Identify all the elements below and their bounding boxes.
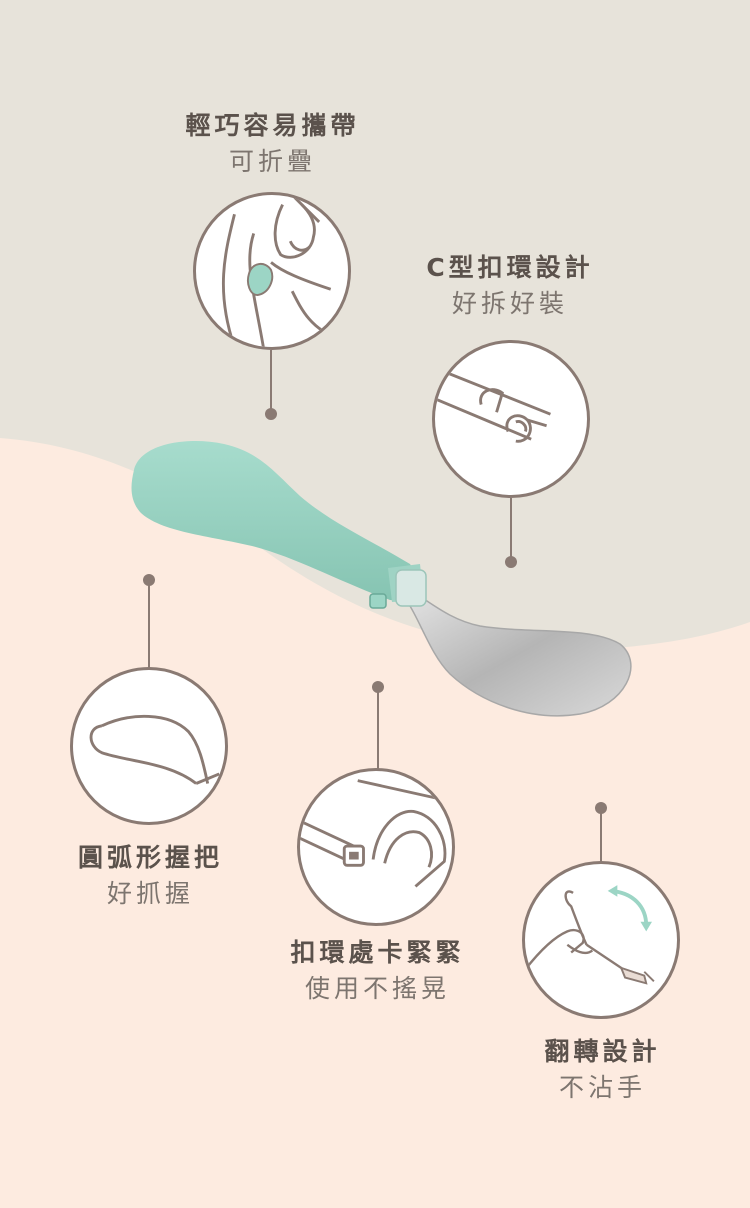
feature-buckle-title: 扣環處卡緊緊	[290, 938, 465, 967]
hand-holding-folded-spoon-icon	[193, 192, 351, 350]
feature-flip-title: 翻轉設計	[544, 1037, 661, 1066]
feature-c-ring-caption: C型扣環設計 好拆好裝	[400, 250, 620, 323]
folding-spoon-icon	[131, 441, 632, 717]
feature-flip-subtitle: 不沾手	[558, 1073, 646, 1103]
feature-c-ring-pointer-line	[510, 498, 512, 560]
buckle-lock-icon	[297, 768, 455, 926]
feature-handle-title: 圓弧形握把	[77, 843, 223, 872]
feature-portable-subtitle: 可折疊	[228, 147, 316, 177]
feature-buckle-pointer-line	[377, 687, 379, 769]
feature-handle-subtitle: 好抓握	[106, 879, 194, 909]
feature-portable-title: 輕巧容易攜帶	[185, 111, 360, 140]
feature-handle-pointer-line	[148, 580, 150, 668]
curved-handle-icon	[70, 667, 228, 825]
feature-flip-caption: 翻轉設計 不沾手	[525, 1034, 680, 1107]
feature-flip-pointer-line	[600, 808, 602, 862]
feature-portable-caption: 輕巧容易攜帶 可折疊	[150, 108, 395, 181]
c-ring-clip-icon	[432, 340, 590, 498]
feature-buckle-subtitle: 使用不搖晃	[304, 974, 450, 1004]
feature-buckle-caption: 扣環處卡緊緊 使用不搖晃	[270, 935, 485, 1008]
flip-spoon-icon	[522, 861, 680, 1019]
feature-c-ring-pointer-dot	[505, 556, 517, 568]
feature-c-ring-title: C型扣環設計	[426, 253, 594, 282]
feature-handle-caption: 圓弧形握把 好抓握	[58, 840, 243, 913]
feature-c-ring-subtitle: 好拆好裝	[451, 289, 568, 319]
feature-portable-pointer-dot	[265, 408, 277, 420]
feature-portable-pointer-line	[270, 350, 272, 412]
